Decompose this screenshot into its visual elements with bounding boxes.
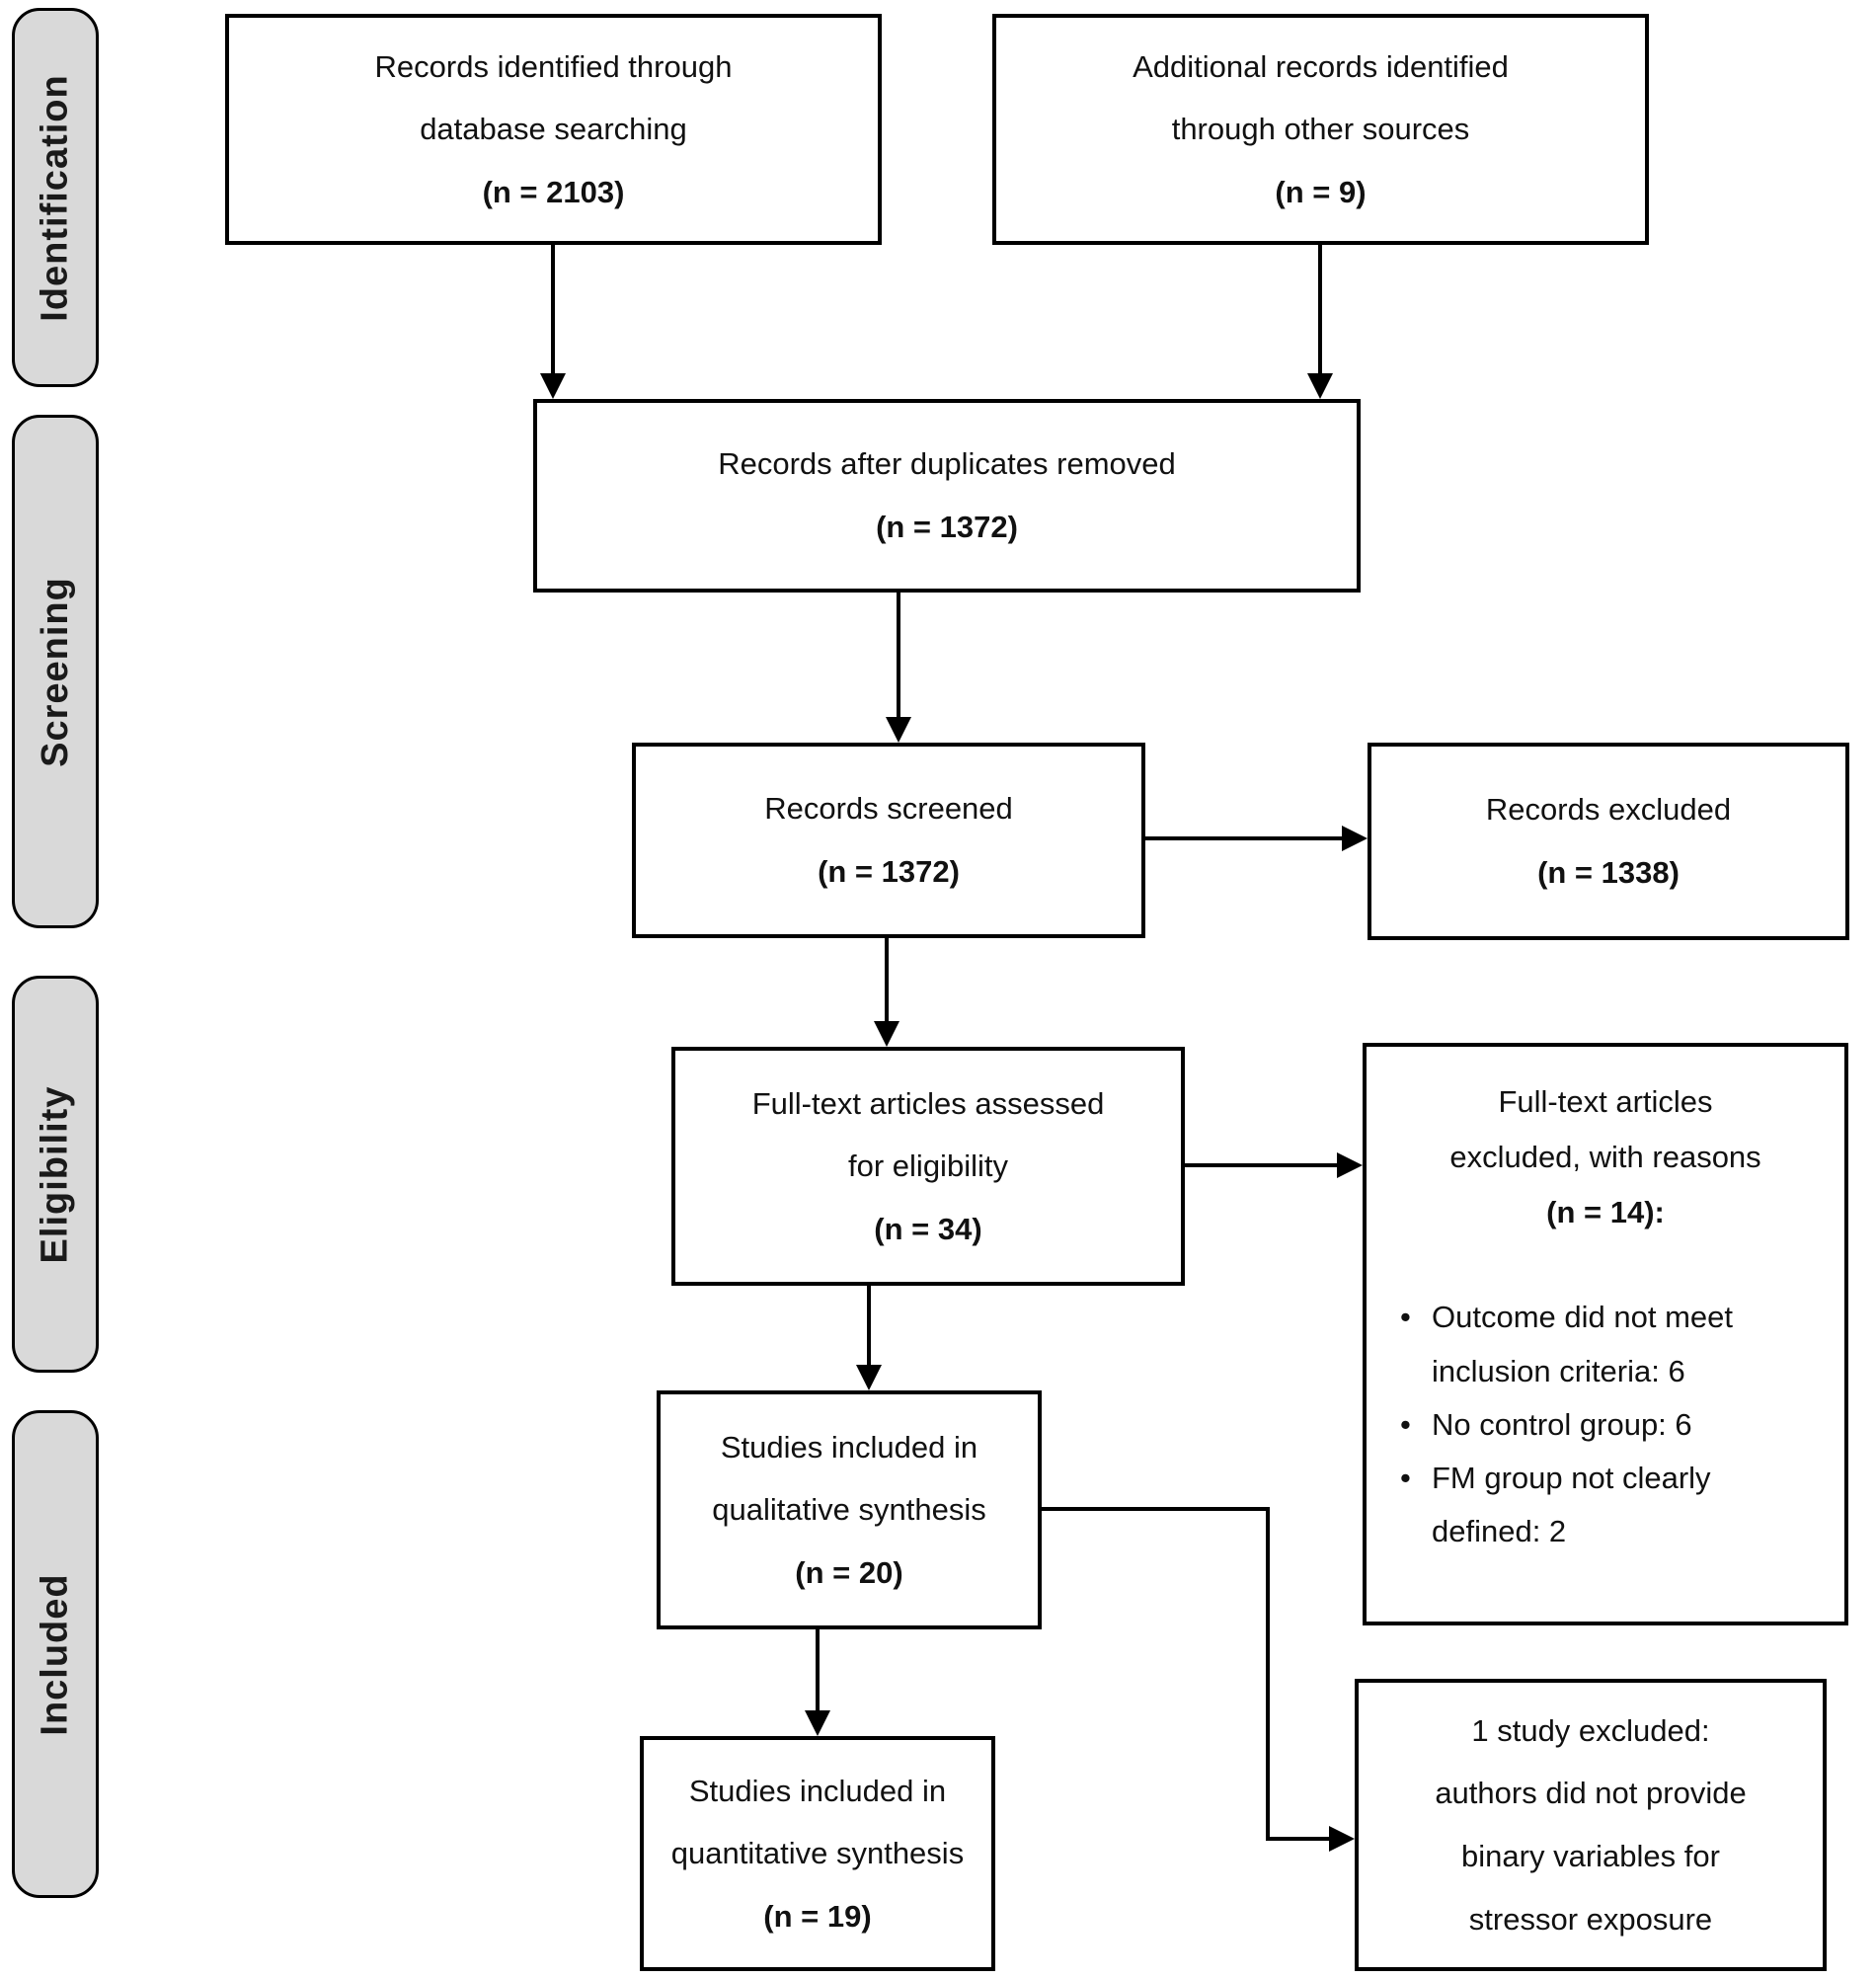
arrowhead-down-icon [1307,373,1333,399]
arrow-shaft [867,1286,871,1367]
box-records-excluded-count: (n = 1338) [1537,855,1680,890]
arrow-shaft [1185,1163,1339,1167]
exclusion-reasons-list: Outcome did not meet inclusion criteria:… [1367,1291,1844,1558]
stage-eligibility-label: Eligibility [34,1085,76,1263]
box-after-duplicates-count: (n = 1372) [876,510,1018,544]
stage-included-label: Included [34,1572,76,1736]
arrow-shaft [1318,245,1322,375]
stage-eligibility: Eligibility [12,976,99,1373]
box-after-duplicates: Records after duplicates removed (n = 13… [533,399,1361,593]
stage-screening: Screening [12,415,99,928]
box-records-screened: Records screened (n = 1372) [632,743,1145,938]
box-records-screened-text: Records screened [764,791,1013,827]
stage-identification-label: Identification [34,73,76,322]
arrowhead-down-icon [886,717,911,743]
box-one-study-excluded-text: 1 study excluded:authors did not provide… [1435,1712,1747,1937]
box-fulltext-excluded-count: (n = 14): [1546,1194,1665,1229]
arrow-shaft [1145,836,1344,840]
box-records-excluded-text: Records excluded [1485,792,1732,828]
box-records-identified-count: (n = 2103) [482,174,625,209]
arrowhead-down-icon [540,373,566,399]
arrowhead-right-icon [1329,1826,1355,1852]
stage-identification: Identification [12,8,99,387]
elbow-segment-horizontal [1042,1507,1270,1511]
elbow-segment-vertical [1266,1507,1270,1841]
stage-screening-label: Screening [34,576,76,767]
arrow-shaft [816,1629,820,1712]
arrowhead-right-icon [1337,1152,1363,1178]
box-qualitative-synthesis-count: (n = 20) [795,1554,903,1590]
stage-included: Included [12,1410,99,1898]
box-quantitative-synthesis-count: (n = 19) [763,1898,872,1934]
arrowhead-down-icon [856,1365,882,1390]
box-fulltext-assessed-count: (n = 34) [874,1211,982,1246]
arrowhead-right-icon [1342,826,1368,851]
box-records-excluded: Records excluded (n = 1338) [1368,743,1849,940]
arrowhead-down-icon [874,1021,899,1047]
arrow-shaft [897,593,900,719]
arrowhead-down-icon [805,1710,830,1736]
box-records-screened-count: (n = 1372) [818,854,960,889]
box-one-study-excluded: 1 study excluded:authors did not provide… [1355,1679,1827,1971]
box-after-duplicates-text: Records after duplicates removed [718,446,1176,482]
arrow-shaft [551,245,555,375]
elbow-segment-horizontal [1266,1837,1331,1841]
box-additional-records-count: (n = 9) [1275,174,1367,209]
arrow-shaft [885,938,889,1023]
